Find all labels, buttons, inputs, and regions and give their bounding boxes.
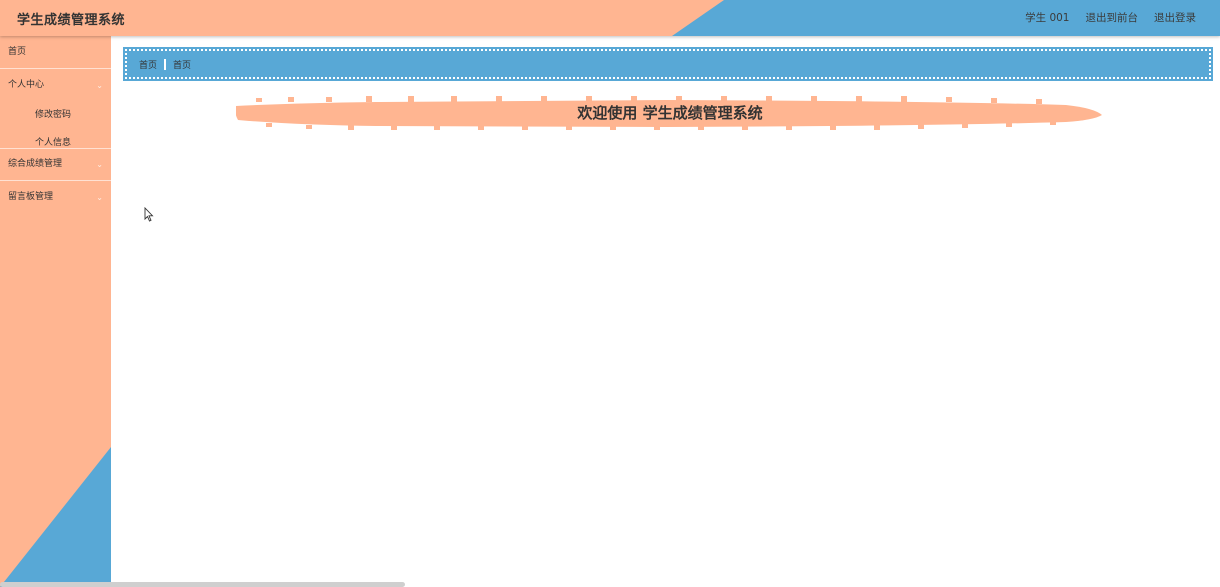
chevron-down-icon: ⌄ [96,193,103,202]
sidebar-item-label: 留言板管理 [8,192,54,202]
sidebar-subitem-label: 修改密码 [35,110,72,120]
horizontal-scrollbar[interactable] [0,582,405,587]
sidebar-item-label: 首页 [8,47,27,57]
user-label: 学生 001 [1025,12,1070,24]
breadcrumb-home-link[interactable]: 首页 [139,60,158,71]
welcome-title: 欢迎使用 学生成绩管理系统 [577,104,763,122]
sidebar-divider [0,148,111,149]
chevron-down-icon: ⌄ [96,81,103,90]
header-links: 学生 001 退出到前台 退出登录 [1025,10,1196,25]
chevron-down-icon: ⌄ [96,160,103,169]
sidebar: 首页 个人中心 ⌄ 修改密码 个人信息 综合成绩管理 ⌄ 留言板管理 ⌄ [0,36,111,587]
app-title: 学生成绩管理系统 [17,13,126,28]
logout-link[interactable]: 退出登录 [1154,12,1196,24]
brush-stroke-background [236,96,1102,130]
top-header: 学生成绩管理系统 学生 001 退出到前台 退出登录 [0,0,1220,36]
sidebar-item-message-board[interactable]: 留言板管理 ⌄ [0,181,111,214]
sidebar-item-grade-management[interactable]: 综合成绩管理 ⌄ [0,148,111,181]
sidebar-item-label: 个人中心 [8,80,45,90]
sidebar-subitem-label: 个人信息 [35,138,72,148]
sidebar-item-home[interactable]: 首页 [0,36,111,69]
breadcrumb-separator [164,58,167,70]
sidebar-item-personal-center[interactable]: 个人中心 ⌄ [0,69,111,102]
welcome-banner: 欢迎使用 学生成绩管理系统 [236,96,1104,130]
breadcrumb-current: 首页 [173,60,192,71]
sidebar-subitem-personal-info[interactable]: 个人信息 [0,133,111,149]
sidebar-subitem-change-password[interactable]: 修改密码 [0,105,111,125]
mouse-cursor-icon [144,206,154,226]
sidebar-accent-shape [0,447,111,587]
header-accent-shape [672,0,1220,36]
sidebar-item-label: 综合成绩管理 [8,159,63,169]
breadcrumb: 首页 首页 [123,47,1213,81]
back-to-frontend-link[interactable]: 退出到前台 [1085,12,1139,24]
